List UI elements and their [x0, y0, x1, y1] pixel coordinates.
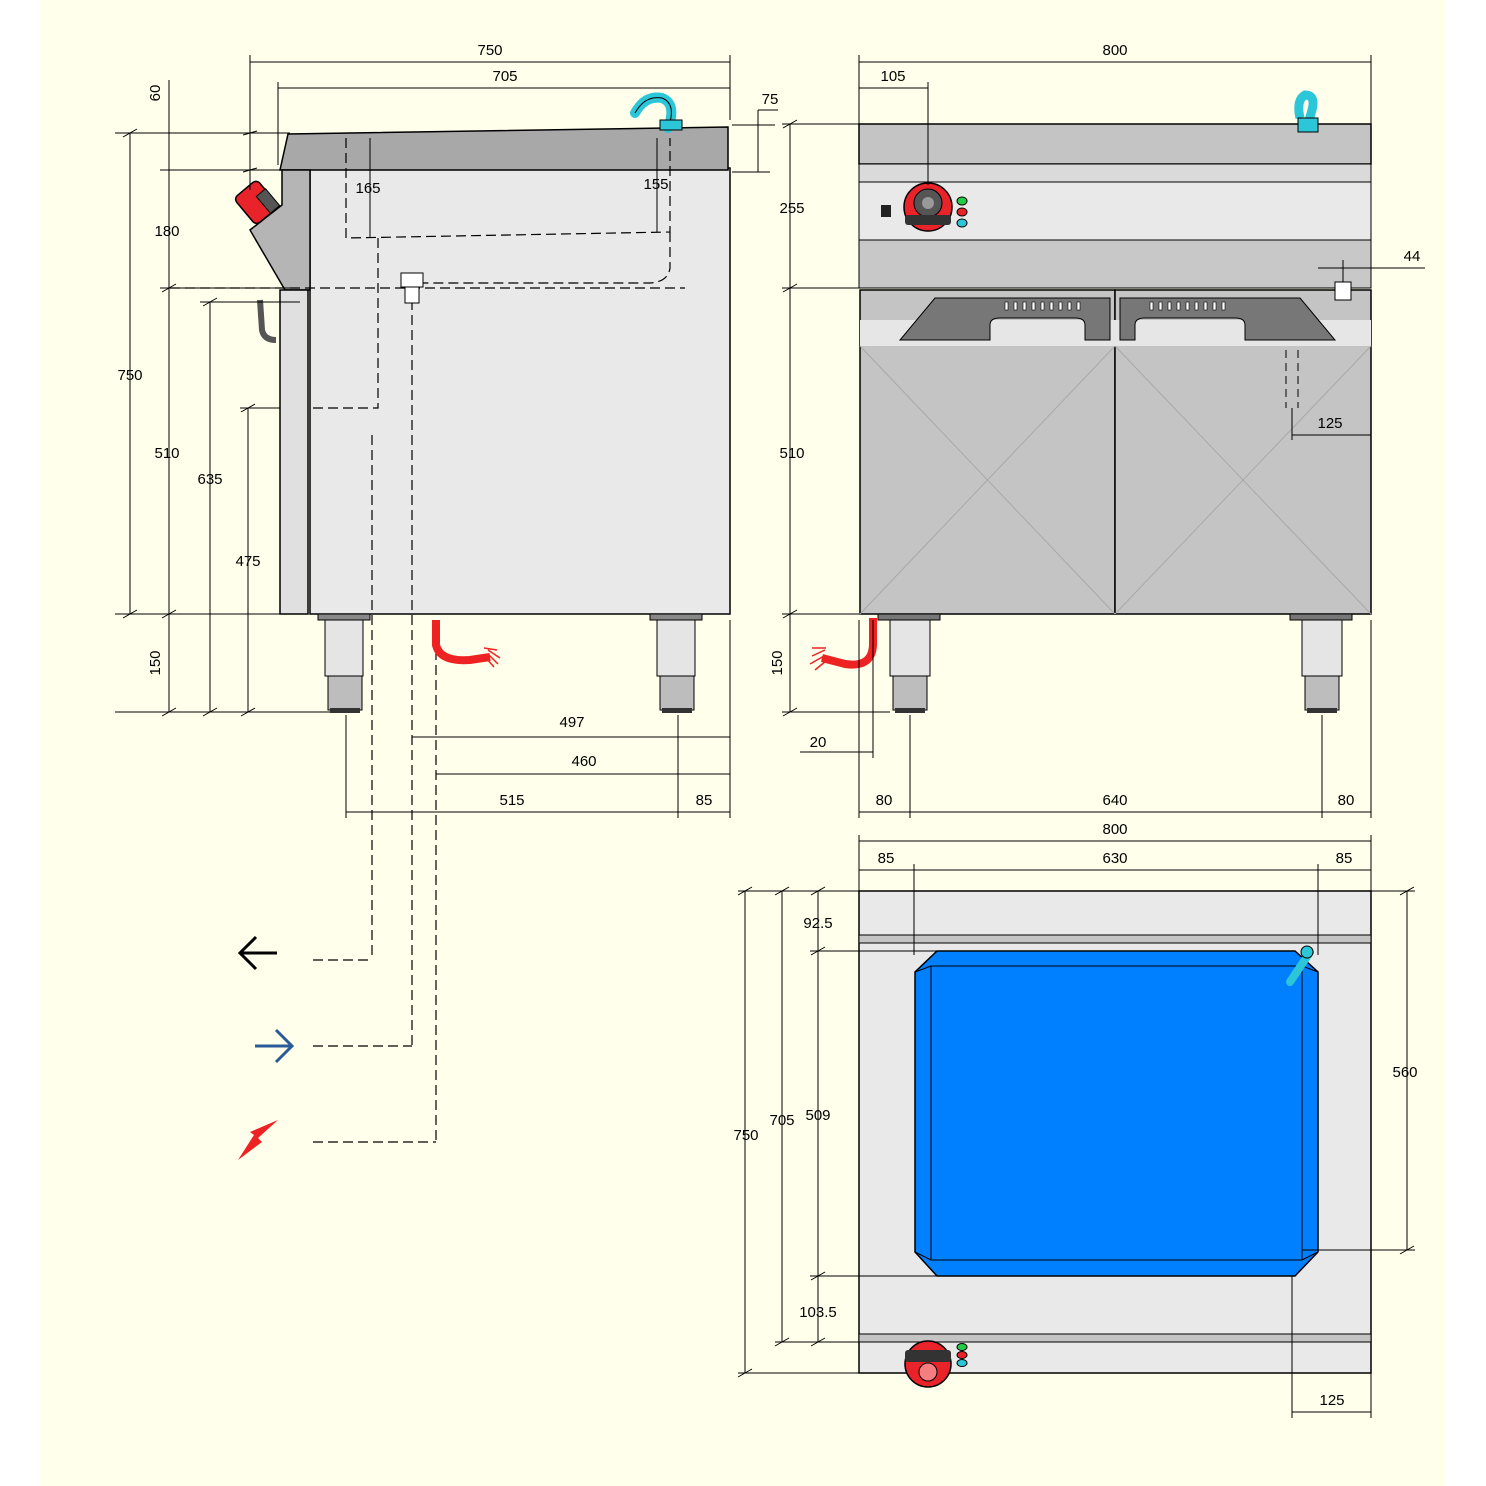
dim-drain-height: 635 [197, 471, 222, 488]
side-hidden-lines [170, 138, 685, 1143]
faucet-icon [630, 92, 683, 133]
front-handle-left [898, 297, 1111, 341]
side-water-inlet [400, 272, 424, 288]
dim-basin-height-right: 560 [1392, 1064, 1417, 1081]
front-leg-left [877, 613, 941, 713]
dim-top-depth: 705 [492, 68, 517, 85]
legend [237, 935, 295, 1160]
red-light-icon [956, 207, 968, 217]
top-dimension-labels: 800 85 630 85 92.5 750 705 509 560 103.5… [733, 821, 1417, 1409]
top-rear-strip [858, 934, 1372, 944]
front-drain-stub [1334, 281, 1352, 301]
electric-bolt-icon [238, 1120, 278, 1160]
front-hidden-drain [1285, 350, 1299, 408]
front-handle-right [1119, 297, 1337, 341]
power-cable-icon [432, 620, 501, 668]
dim-feet-span: 515 [499, 792, 524, 809]
dim-top-depth-inner: 705 [769, 1112, 794, 1129]
front-vent-slots [1004, 301, 1226, 311]
dim-top-thickness: 60 [147, 85, 164, 102]
dim-front-to-basin: 92.5 [803, 915, 832, 932]
side-view: 750 705 75 60 180 750 510 635 475 150 16… [115, 42, 778, 1143]
front-door-diagonals [859, 345, 1372, 615]
dim-top-height: 255 [779, 200, 804, 217]
side-dimension-lines [115, 55, 778, 818]
dim-cable-offset: 20 [810, 734, 827, 751]
dim-front-width: 800 [1102, 42, 1127, 59]
green-light-icon [956, 1343, 968, 1351]
water-inlet-arrow-icon [255, 1028, 295, 1064]
dim-basin-width: 630 [1102, 850, 1127, 867]
dim-rear-upstand: 75 [762, 91, 779, 108]
dim-foot-right: 80 [1338, 792, 1355, 809]
top-dimension-lines [737, 835, 1415, 1418]
dim-total-depth: 750 [477, 42, 502, 59]
dim-drain-offset: 44 [1404, 248, 1421, 265]
drawing-sheet: 750 705 75 60 180 750 510 635 475 150 16… [40, 0, 1445, 1486]
front-switch-icon [881, 205, 891, 217]
dim-drain-right: 125 [1317, 415, 1342, 432]
side-worktop [279, 126, 729, 171]
dim-total-height: 750 [117, 367, 142, 384]
dim-body-height: 510 [154, 445, 179, 462]
side-body [309, 167, 731, 615]
indicator-lights [956, 1343, 968, 1367]
dim-door-height: 510 [779, 445, 804, 462]
front-view: 800 105 255 510 150 44 125 20 80 640 80 [769, 42, 1425, 818]
side-dimension-labels: 750 705 75 60 180 750 510 635 475 150 16… [117, 42, 778, 809]
dim-front-leg-height: 150 [769, 650, 786, 675]
front-leg-right [1289, 613, 1353, 713]
dim-top-depth-total: 750 [733, 1127, 758, 1144]
dim-foot-span: 640 [1102, 792, 1127, 809]
front-worktop-lip [858, 163, 1372, 183]
front-dimension-lines [782, 55, 1425, 818]
drain-arrow-icon [237, 935, 277, 971]
red-light-icon [956, 1351, 968, 1359]
dim-margin-right: 85 [1336, 850, 1353, 867]
dim-inlet-height: 475 [235, 553, 260, 570]
dim-margin-left: 85 [878, 850, 895, 867]
dim-cable-offset: 460 [571, 753, 596, 770]
front-lower-panel [858, 239, 1372, 289]
top-front-strip [858, 1333, 1372, 1343]
dim-foot-left: 80 [876, 792, 893, 809]
dim-rear-margin: 103.5 [799, 1304, 837, 1321]
dim-panel-height: 180 [154, 223, 179, 240]
dim-basin-offset-front: 165 [355, 180, 380, 197]
dim-top-width: 800 [1102, 821, 1127, 838]
cyan-light-icon [956, 218, 968, 228]
dim-basin-depth: 509 [805, 1107, 830, 1124]
top-view: 800 85 630 85 92.5 750 705 509 560 103.5… [733, 821, 1418, 1418]
front-worktop [858, 123, 1372, 165]
dim-knob-offset: 105 [880, 68, 905, 85]
dim-leg-height: 150 [147, 650, 164, 675]
dim-inlet-offset: 497 [559, 714, 584, 731]
dim-basin-offset-rear: 155 [643, 176, 668, 193]
side-inlet-pipe [404, 286, 420, 304]
front-dimension-labels: 800 105 255 510 150 44 125 20 80 640 80 [769, 42, 1420, 809]
side-front-apron [279, 289, 309, 615]
side-drain-handle [257, 299, 277, 343]
faucet-icon [1286, 945, 1314, 986]
indicator-lights [956, 196, 968, 228]
faucet-icon [1294, 90, 1319, 133]
side-leg-front [317, 613, 371, 713]
cyan-light-icon [956, 1359, 968, 1367]
knob-icon [903, 182, 953, 232]
technical-drawing: 750 705 75 60 180 750 510 635 475 150 16… [40, 0, 1445, 1486]
knob-icon [904, 1340, 952, 1388]
knob-icon [234, 180, 281, 225]
dim-feet-rear: 85 [696, 792, 713, 809]
side-leg-rear [649, 613, 703, 713]
dim-faucet-offset: 125 [1319, 1392, 1344, 1409]
basin [914, 950, 1319, 1277]
green-light-icon [956, 196, 968, 206]
